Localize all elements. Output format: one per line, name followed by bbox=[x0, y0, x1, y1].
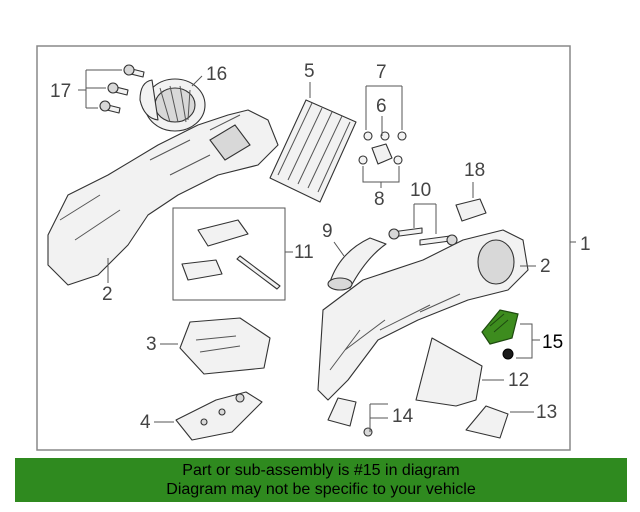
part-17-screws[interactable] bbox=[99, 64, 145, 114]
callout-2-left[interactable]: 2 bbox=[102, 284, 113, 305]
callout-16[interactable]: 16 bbox=[206, 64, 227, 85]
callout-5[interactable]: 5 bbox=[304, 61, 315, 82]
callout-10[interactable]: 10 bbox=[410, 180, 431, 201]
banner-line-1: Part or sub-assembly is #15 in diagram bbox=[182, 462, 460, 479]
banner-line-2: Diagram may not be specific to your vehi… bbox=[166, 481, 476, 498]
callout-2-right[interactable]: 2 bbox=[540, 256, 551, 277]
part-5-evaporator-core[interactable] bbox=[269, 99, 357, 203]
callout-7[interactable]: 7 bbox=[376, 62, 387, 83]
callout-9[interactable]: 9 bbox=[322, 221, 333, 242]
callout-6[interactable]: 6 bbox=[376, 96, 387, 117]
callout-17[interactable]: 17 bbox=[50, 81, 71, 102]
part-15-actuator-highlighted[interactable] bbox=[481, 309, 519, 360]
callout-11[interactable]: 11 bbox=[294, 242, 314, 263]
callout-3[interactable]: 3 bbox=[146, 334, 157, 355]
part-16-blower-motor[interactable] bbox=[139, 78, 206, 132]
callout-12[interactable]: 12 bbox=[508, 370, 529, 391]
callout-8[interactable]: 8 bbox=[374, 189, 385, 210]
part-12-cover[interactable] bbox=[415, 337, 483, 407]
part-11-filter-kit[interactable] bbox=[181, 219, 281, 290]
part-10-bolts[interactable] bbox=[388, 227, 458, 246]
box-11 bbox=[172, 207, 286, 301]
callout-1[interactable]: 1 bbox=[580, 234, 591, 255]
info-banner: Part or sub-assembly is #15 in diagram D… bbox=[15, 458, 627, 502]
callout-18[interactable]: 18 bbox=[464, 160, 485, 181]
callout-4[interactable]: 4 bbox=[140, 412, 151, 433]
callout-15[interactable]: 15 bbox=[542, 332, 563, 353]
part-9-duct[interactable] bbox=[327, 237, 387, 291]
part-3-mode-housing[interactable] bbox=[179, 317, 271, 375]
part-4-plate[interactable] bbox=[175, 391, 263, 441]
part-18-bracket[interactable] bbox=[455, 198, 487, 222]
part-6-expansion-valve[interactable] bbox=[358, 131, 407, 165]
callout-14[interactable]: 14 bbox=[392, 406, 414, 427]
part-2-hvac-case-right[interactable] bbox=[317, 229, 529, 401]
diagram-frame bbox=[36, 45, 571, 451]
part-2-blower-housing-left[interactable] bbox=[47, 109, 279, 286]
callout-13[interactable]: 13 bbox=[536, 402, 557, 423]
part-14-sensor[interactable] bbox=[327, 397, 373, 437]
part-13-bracket[interactable] bbox=[465, 405, 509, 439]
